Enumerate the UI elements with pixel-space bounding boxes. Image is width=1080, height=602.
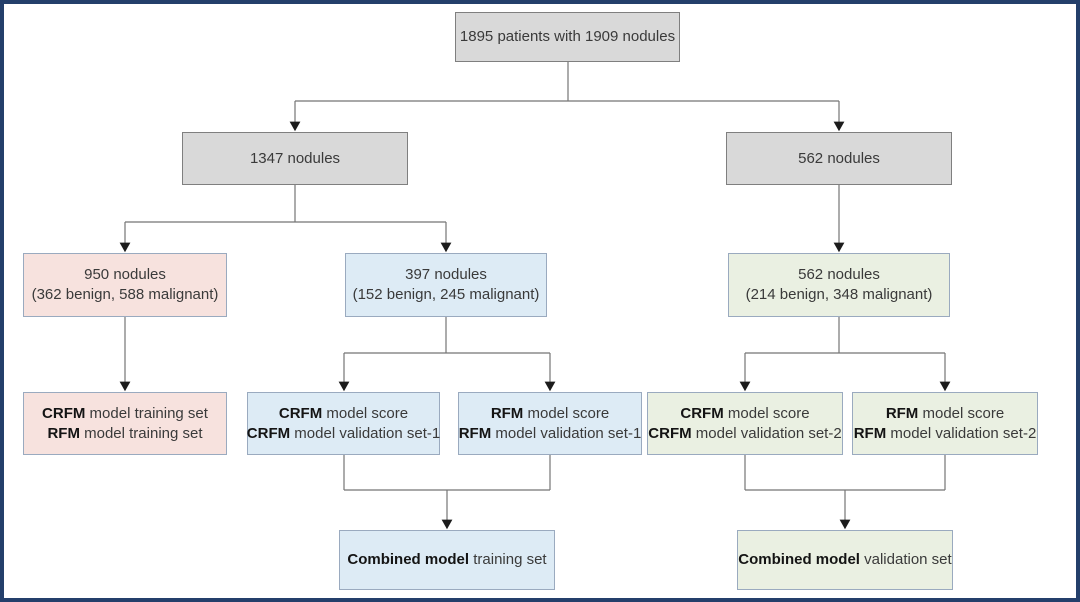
node-validation1-cohort-397: 397 nodules (152 benign, 245 malignant) [345, 253, 547, 317]
node-root-patients: 1895 patients with 1909 nodules [455, 12, 680, 62]
node-rfm-validation-set-2: RFM model score RFM model validation set… [852, 392, 1038, 455]
node-validation2-cohort-562: 562 nodules (214 benign, 348 malignant) [728, 253, 950, 317]
node-combined-model-validation-set: Combined model validation set [737, 530, 953, 590]
node-model-training-set: CRFM model training set RFM model traini… [23, 392, 227, 455]
node-training-cohort-950: 950 nodules (362 benign, 588 malignant) [23, 253, 227, 317]
node-combined-model-training-set: Combined model training set [339, 530, 555, 590]
node-branch-1347-nodules: 1347 nodules [182, 132, 408, 185]
node-branch-562-nodules: 562 nodules [726, 132, 952, 185]
node-rfm-validation-set-1: RFM model score RFM model validation set… [458, 392, 642, 455]
node-crfm-validation-set-1: CRFM model score CRFM model validation s… [247, 392, 440, 455]
node-crfm-validation-set-2: CRFM model score CRFM model validation s… [647, 392, 843, 455]
